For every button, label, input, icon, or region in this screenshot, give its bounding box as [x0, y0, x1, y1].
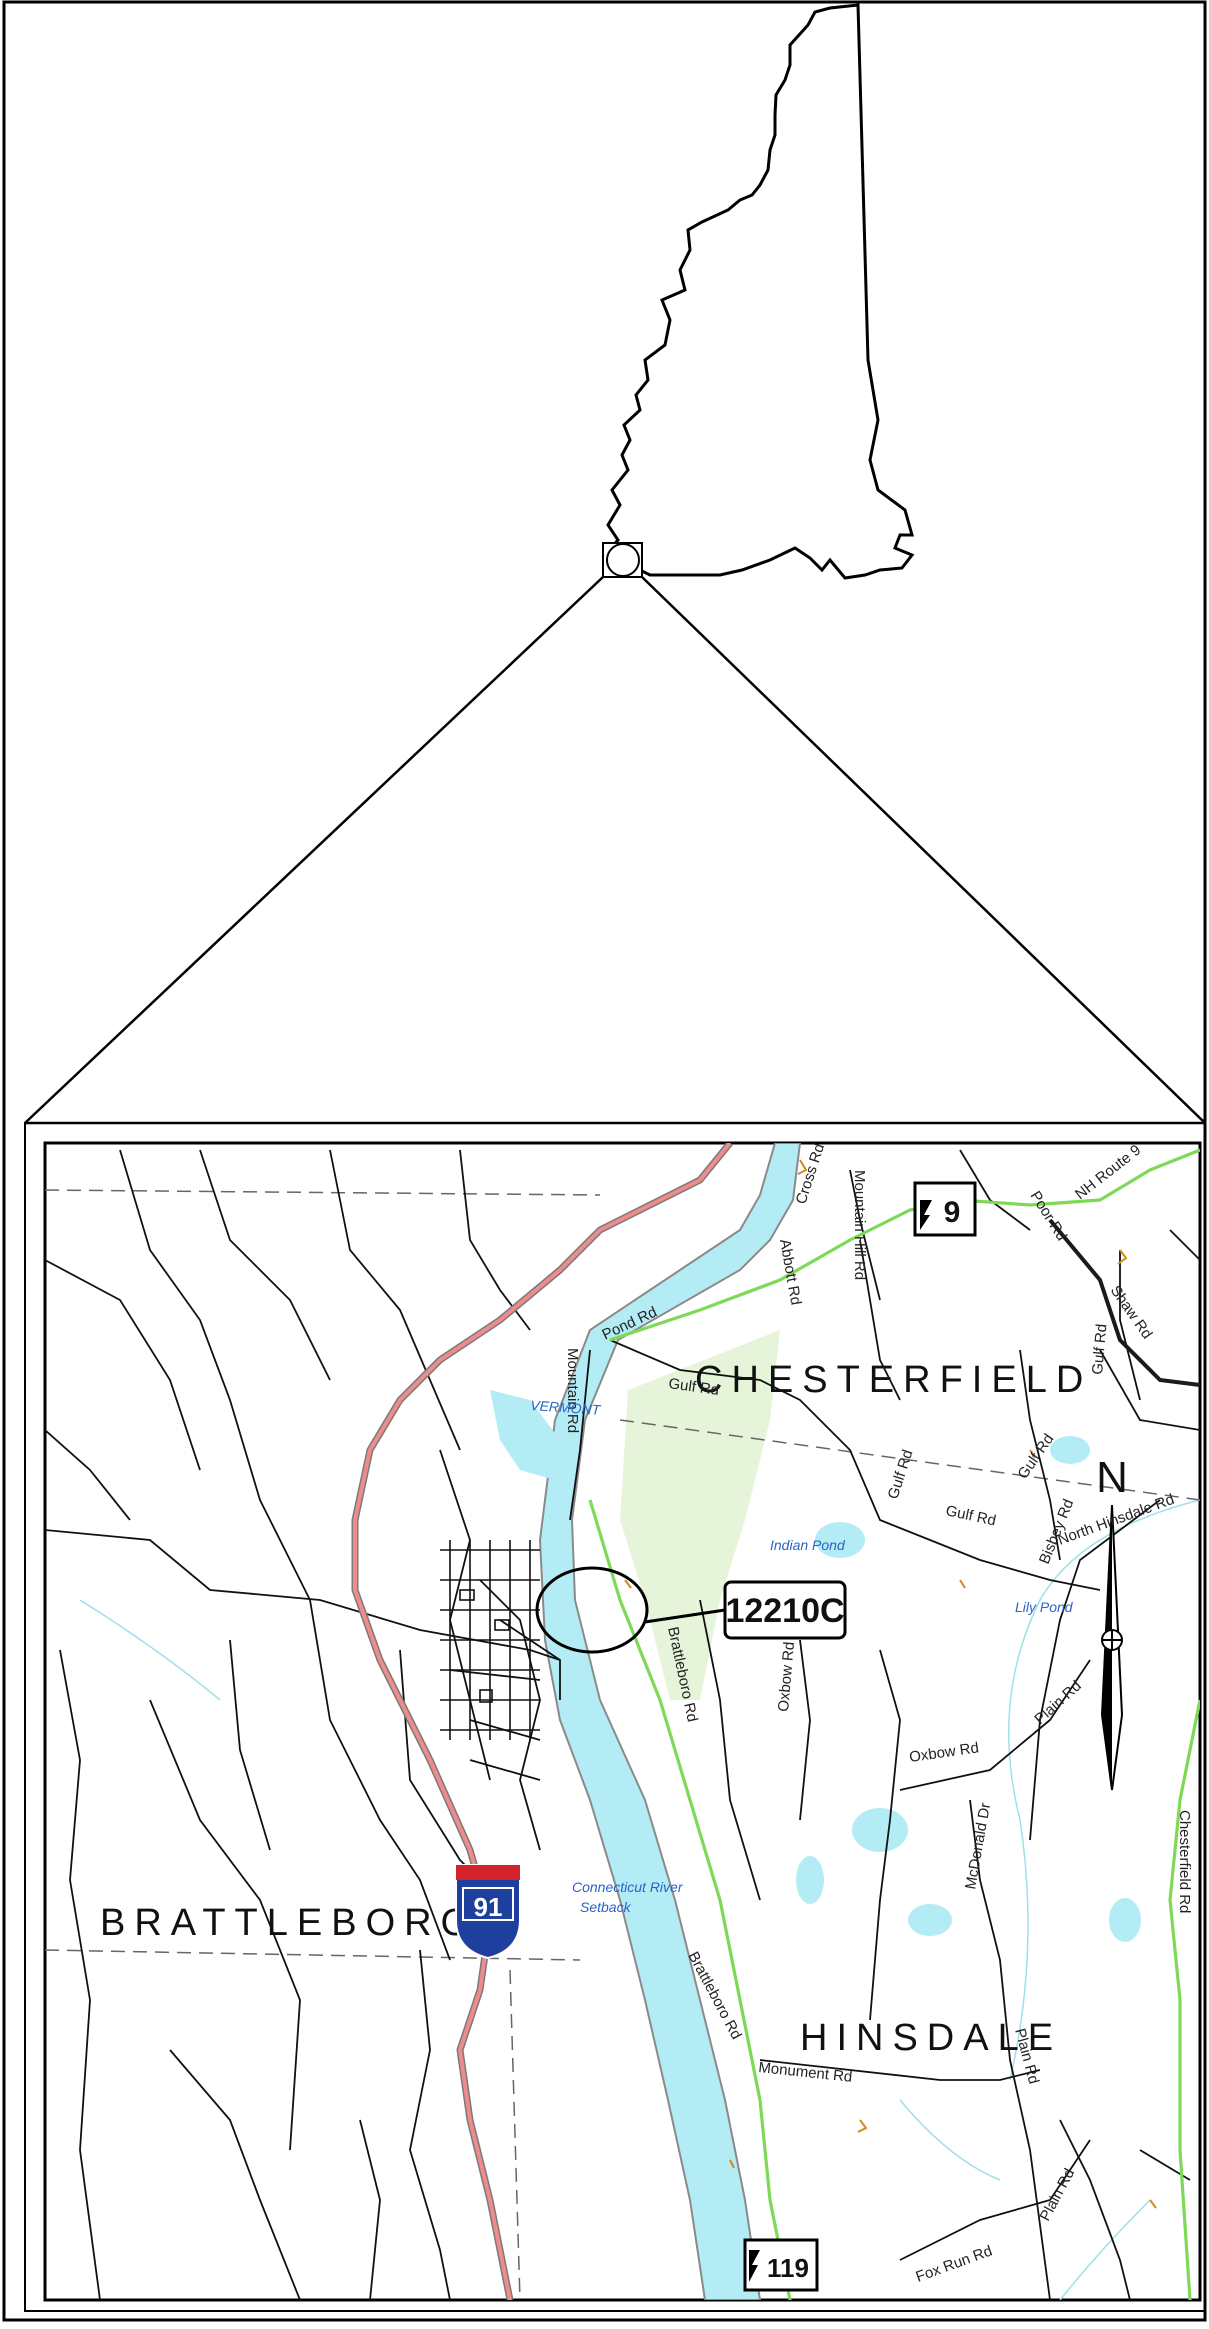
town-label-chesterfield: CHESTERFIELD: [695, 1359, 1092, 1401]
zoom-line-left: [24, 576, 604, 1124]
town-label-brattleboro: BRATTLEBORO: [100, 1902, 479, 1944]
town-label-hinsdale: HINSDALE: [800, 2017, 1062, 2059]
interstate-91-route: [351, 1143, 733, 2300]
road-label-mountain-hill-rd: Mountain Hill Rd: [851, 1170, 868, 1280]
callout-label: 12210C: [725, 1592, 844, 1630]
retreat-meadows-water: [490, 1390, 560, 1480]
route-9-shield: 9: [913, 1181, 977, 1237]
inset-circle: [606, 543, 640, 577]
pond-4: [908, 1904, 952, 1936]
road-label-oxbow-rd-vertical: Oxbow Rd: [775, 1641, 798, 1712]
north-arrow: N: [1096, 1453, 1128, 1791]
water-label-indian-pond: Indian Pond: [770, 1537, 846, 1553]
downtown-grid: [440, 1540, 540, 1740]
water-label-connecticut-river: Connecticut River: [572, 1879, 684, 1895]
pond-1: [815, 1522, 865, 1558]
water-label-vermont: VERMONT: [530, 1397, 602, 1418]
pond-6: [796, 1856, 824, 1904]
callout-leader: [644, 1608, 726, 1624]
state-outline: [602, 3, 915, 580]
parcel-markers: [624, 1159, 1157, 2209]
zoom-line-right: [641, 576, 1206, 1124]
route-119-label: 119: [767, 2253, 809, 2283]
town-boundaries: [45, 1189, 1200, 2300]
pond-5: [1109, 1898, 1141, 1942]
inset-square: [602, 542, 643, 578]
inset-outer-frame: [24, 1122, 1206, 2312]
callout-box: [723, 1580, 847, 1640]
nh-route-9-east: [1048, 1218, 1200, 1387]
callout-ellipse: [535, 1566, 649, 1654]
connecticut-river: [538, 1143, 802, 2300]
pond-2: [1050, 1436, 1090, 1464]
north-label: N: [1096, 1453, 1128, 1502]
road-label-chesterfield-rd: Chesterfield Rd: [1176, 1810, 1193, 1913]
road-label-gulf-rd-north: Gulf Rd: [667, 1375, 720, 1399]
road-label-gulf-rd-east: Gulf Rd: [1089, 1323, 1110, 1375]
conservation-area: [620, 1330, 780, 1700]
water-label-lily-pond: Lily Pond: [1015, 1599, 1074, 1615]
water-label-setback: Setback: [580, 1899, 632, 1915]
route-9-label: 9: [944, 1196, 961, 1229]
road-label-mountain-rd: Mountain Rd: [564, 1348, 581, 1433]
route-119-shield: 119: [743, 2238, 819, 2292]
streams: [79, 1499, 1200, 2300]
interstate-91-shield: 91: [455, 1864, 521, 1960]
interstate-91-label: 91: [474, 1892, 503, 1922]
pond-3: [852, 1808, 908, 1852]
